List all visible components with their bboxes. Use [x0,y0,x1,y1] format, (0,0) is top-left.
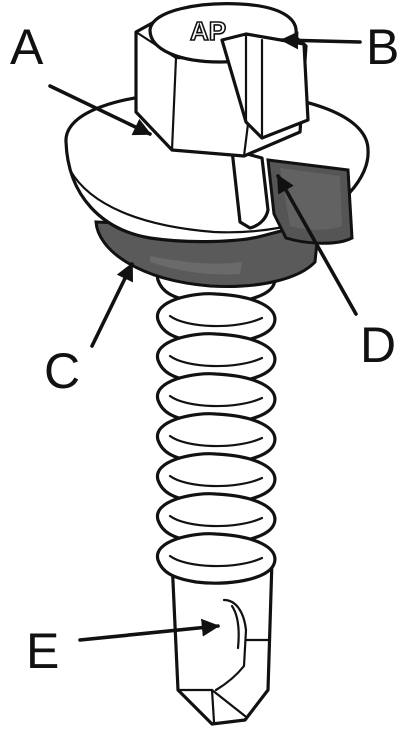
screw-threads [157,254,274,583]
label-b: B [366,19,399,75]
label-d: D [360,317,396,373]
label-a: A [10,19,44,75]
leader-c [92,264,132,346]
head-logo-text: AP [190,16,226,46]
label-c: C [44,343,80,399]
label-e: E [26,623,59,679]
head-logo: AP [190,16,226,46]
leader-b [282,40,360,42]
